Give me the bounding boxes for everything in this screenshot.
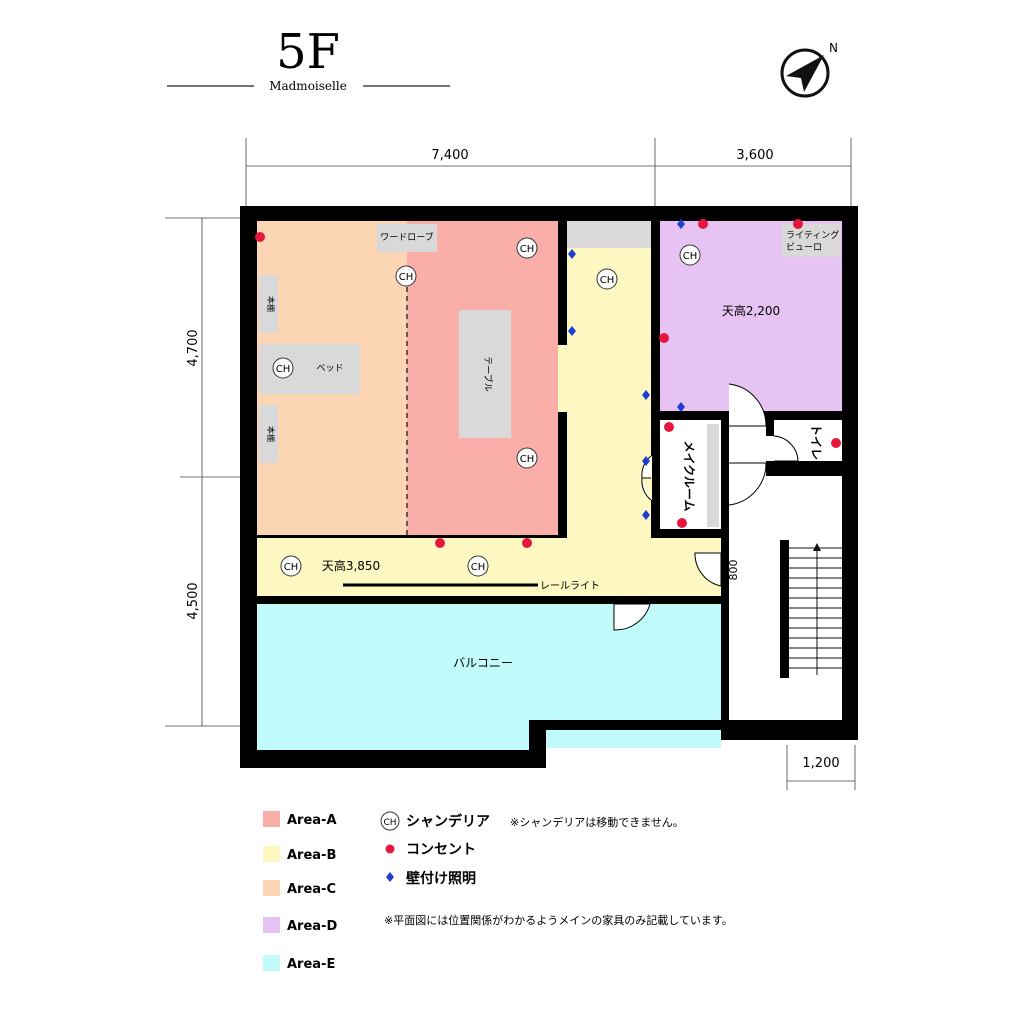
room-name: Madmoiselle (269, 79, 347, 93)
bookshelf-upper (259, 275, 278, 333)
wall-left-partition-lower (558, 412, 567, 538)
legend-label-area-a: Area-A (287, 813, 337, 828)
chandelier-label: CH (471, 562, 486, 573)
internal-walls (257, 206, 858, 750)
chandelier-label: CH (600, 275, 615, 286)
area-b-top-gray (567, 221, 651, 248)
chandelier-icon: CH (679, 244, 701, 266)
north-arrow-pointer (786, 55, 824, 92)
chandelier-icon: CH (272, 357, 294, 379)
chandelier-label: CH (683, 251, 698, 262)
legend-label-area-b: Area-B (287, 848, 336, 863)
chandeliers: CH CH CH CH CH CH CH CH (272, 237, 701, 577)
outlet-dot-icon (793, 219, 803, 229)
wall-light-diamond-icon (568, 249, 576, 259)
legend-chandelier-icon-label: CH (383, 818, 396, 828)
doors (613, 383, 799, 631)
wall-lights (568, 219, 685, 520)
header: 5F Madmoiselle (167, 24, 450, 93)
chandelier-label: CH (284, 562, 299, 573)
legend-outlet-label: コンセント (406, 842, 476, 858)
table (459, 310, 511, 438)
outlet-dot-icon (659, 333, 669, 343)
outlets (255, 219, 841, 548)
chandelier-icon: CH (516, 237, 538, 259)
writing-bureau-label-2: ビューロ (786, 242, 822, 253)
dim-left-lower: 4,500 (186, 582, 201, 619)
dimension-lines (165, 138, 856, 790)
legend-label-area-e: Area-E (287, 957, 335, 972)
wall-light-diamond-icon (568, 326, 576, 336)
dim-left-upper: 4,700 (186, 329, 201, 366)
legend-swatch-area-d (263, 917, 280, 933)
outlet-dot-icon (522, 538, 532, 548)
chandelier-label: CH (520, 454, 535, 465)
partition-opening (558, 345, 567, 412)
outlet-dot-icon (385, 844, 395, 854)
legend-swatch-area-b (263, 846, 280, 862)
wardrobe-label: ワードローブ (380, 231, 433, 243)
outlet-dot-icon (435, 538, 445, 548)
wardrobe (377, 224, 437, 252)
legend-swatch-area-a (263, 811, 280, 827)
bookshelf-lower (259, 405, 278, 463)
ceiling-d-label: 天高2,200 (722, 303, 780, 318)
toilet-label: トイレ (809, 424, 823, 460)
chandelier-icon (380, 811, 400, 831)
legend-swatch-area-e (263, 955, 280, 971)
legend-chandelier-label: シャンデリア (406, 813, 490, 830)
wall-light-diamond-icon (677, 219, 685, 229)
ceiling-b-label: 天高3,850 (322, 558, 380, 573)
wall-light-diamond-icon (642, 390, 650, 400)
chandelier-label: CH (399, 272, 414, 283)
writing-bureau (782, 224, 840, 257)
legend-wall-light-label: 壁付け照明 (406, 870, 476, 887)
wall-light-diamond-icon (677, 402, 685, 412)
compass: N (780, 41, 838, 98)
door-width-label: 800 (727, 560, 740, 581)
wall-left-partition (558, 221, 567, 345)
dim-top-left: 7,400 (431, 148, 468, 163)
makeup-room-label: メイクルーム (682, 440, 696, 511)
north-label: N (829, 41, 838, 55)
rail-light-label: レールライト (540, 580, 600, 592)
wall-light-diamond-icon (642, 510, 650, 520)
balcony-label: バルコニー (453, 656, 513, 670)
chandelier-icon: CH (596, 268, 618, 290)
chandelier-icon: CH (280, 555, 302, 577)
area-e-notch (257, 720, 529, 750)
legend-swatch-area-c (263, 880, 280, 896)
makeup-room-counter (707, 424, 719, 527)
legend-chandelier-note: ※シャンデリアは移動できません。 (510, 815, 684, 829)
staircase (780, 540, 842, 678)
legend-footnote: ※平面図には位置関係がわかるようメインの家具のみ記載しています。 (384, 913, 733, 927)
bed-label: ベッド (316, 364, 343, 374)
area-b (257, 221, 721, 596)
legend-label-area-c: Area-C (287, 882, 336, 897)
chandelier-label: CH (520, 244, 535, 255)
wall-light-diamond-icon (386, 872, 394, 882)
writing-bureau-label-1: ライティング (786, 229, 839, 241)
dim-top-right: 3,600 (736, 148, 773, 163)
outlet-dot-icon (831, 438, 841, 448)
outlet-dot-icon (255, 232, 265, 242)
outlet-dot-icon (664, 422, 674, 432)
outlet-dot-icon (698, 219, 708, 229)
chandelier-icon: CH (467, 555, 489, 577)
legend: Area-A Area-B Area-C Area-D Area-E CH シャ… (263, 811, 733, 972)
dim-bottom-right: 1,200 (802, 756, 839, 771)
legend-label-area-d: Area-D (287, 919, 337, 934)
outlet-dot-icon (677, 518, 687, 528)
bookshelf-upper-label: 本棚 (266, 296, 276, 312)
chandelier-icon: CH (516, 447, 538, 469)
chandelier-label: CH (276, 364, 291, 375)
bookshelf-lower-label: 本棚 (266, 426, 276, 442)
table-label: テーブル (482, 356, 494, 391)
north-arrow-icon (780, 48, 830, 98)
chandelier-icon: CH (395, 265, 417, 287)
floor-title: 5F (276, 24, 340, 80)
stair-up-arrow-icon (813, 543, 821, 551)
wall-light-diamond-icon (642, 456, 650, 466)
